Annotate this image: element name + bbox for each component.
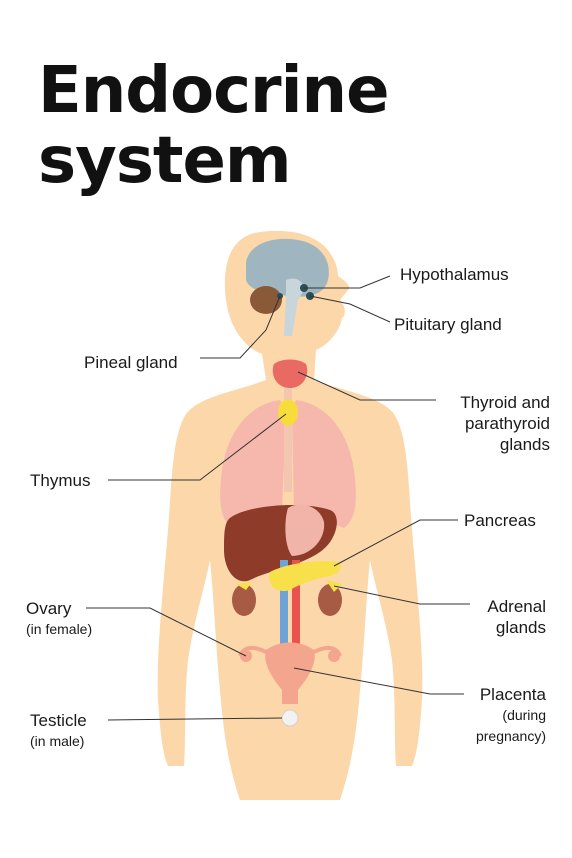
label-placenta-name: Placenta xyxy=(479,685,546,704)
label-adrenal-line-1: Adrenal xyxy=(487,597,546,616)
label-adrenal: Adrenal glands xyxy=(470,596,546,638)
label-thyroid-line-3: glands xyxy=(499,435,550,454)
leader-pineal xyxy=(200,295,281,359)
thymus xyxy=(278,399,298,426)
label-thyroid-line-1: Thyroid and xyxy=(460,393,550,412)
left-kidney xyxy=(232,584,256,616)
label-ovary-name: Ovary xyxy=(26,599,72,618)
stomach xyxy=(285,504,325,556)
label-thyroid: Thyroid and parathyroid glands xyxy=(438,392,550,455)
pancreas xyxy=(269,561,341,592)
brain xyxy=(246,238,329,297)
label-ovary-note: (in female) xyxy=(26,621,93,637)
label-pituitary: Pituitary gland xyxy=(394,315,502,334)
right-kidney xyxy=(318,584,342,616)
leader-ovary xyxy=(86,607,247,657)
title-line-2: system xyxy=(38,124,292,198)
left-lung xyxy=(220,400,286,528)
page-title: Endocrine system xyxy=(38,54,389,198)
left-adrenal xyxy=(236,582,252,590)
label-placenta: Placenta (during pregnancy) xyxy=(454,684,546,747)
label-placenta-note-1: (during xyxy=(502,707,546,723)
leader-hypothalamus xyxy=(304,275,391,289)
thyroid xyxy=(272,359,308,388)
testicle xyxy=(281,709,299,727)
leader-pancreas xyxy=(333,519,458,567)
leader-testicle xyxy=(107,717,283,721)
leader-placenta xyxy=(293,667,464,695)
right-lung xyxy=(292,400,356,528)
label-hypothalamus: Hypothalamus xyxy=(400,265,509,284)
leader-adrenal xyxy=(333,585,470,605)
leader-thymus xyxy=(108,413,287,481)
label-adrenal-line-2: glands xyxy=(495,618,546,637)
label-pancreas: Pancreas xyxy=(464,511,536,530)
right-ovary xyxy=(328,650,340,662)
uterus xyxy=(265,642,315,704)
label-pineal: Pineal gland xyxy=(84,353,178,372)
title-line-1: Endocrine xyxy=(38,54,389,128)
aorta xyxy=(292,560,300,650)
label-testicle-note: (in male) xyxy=(30,733,85,749)
vena-cava xyxy=(280,560,288,650)
label-placenta-note-2: pregnancy) xyxy=(475,728,546,744)
leader-thyroid xyxy=(297,371,436,401)
label-thymus: Thymus xyxy=(30,471,91,490)
cerebellum xyxy=(250,286,282,314)
label-testicle-name: Testicle xyxy=(30,711,87,730)
leader-pituitary xyxy=(309,295,391,323)
trachea xyxy=(284,372,292,492)
label-thyroid-line-2: parathyroid xyxy=(464,414,550,433)
label-testicle: Testicle (in male) xyxy=(30,710,87,752)
leader-lines xyxy=(86,275,470,721)
brain-stem xyxy=(284,278,304,336)
label-ovary: Ovary (in female) xyxy=(26,598,92,640)
